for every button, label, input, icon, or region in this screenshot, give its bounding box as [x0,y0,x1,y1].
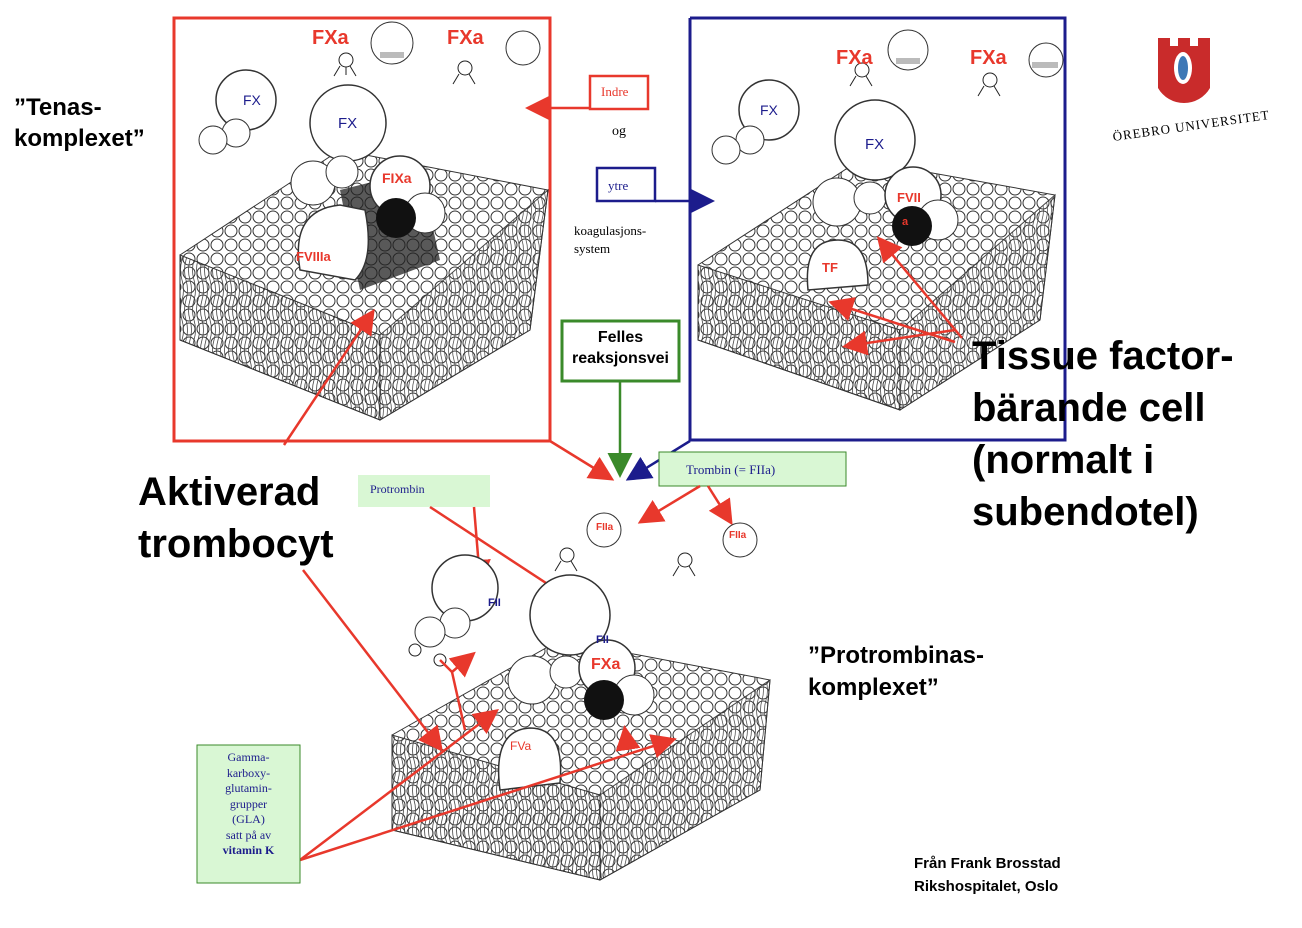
tf-fxa-label-2: FXa [970,47,1007,69]
gla-line3: glutamin- [225,781,272,795]
tenase-fx-big-label: FX [338,115,358,132]
tf-cell-line2: bärande cell [972,386,1206,430]
tf-cell-line3: (normalt i [972,438,1155,482]
tf-cell-line1: Tissue factor- [972,334,1234,378]
tf-panel [688,16,1067,442]
felles-reaksjonsvei-label: Felles reaksjonsvei [562,327,679,369]
fii-label-2: FII [596,634,609,646]
koag-line2: system [574,241,611,256]
fxa-label: FXa [591,656,621,673]
tf-fxa-sphere-2 [1028,42,1064,78]
gla-line5: (GLA) [232,812,265,826]
tf-tf-shape [806,239,869,291]
tf-arrows [828,236,963,356]
gla-line7: vitamin K [222,843,275,857]
fiia-label-1: FIIa [596,522,614,533]
platelet-arrow-tenase [282,308,375,446]
koagulasjonssystem-label: koagulasjons- system [574,222,646,258]
tenase-fviiia-label: FVIIIa [296,249,331,264]
fii-sphere-2 [529,574,611,656]
orebro-logo [1158,38,1210,104]
tissue-factor-cell-label: Tissue factor- bärande cell (normalt i s… [972,330,1234,538]
indre-label: Indre [601,84,629,99]
tenase-complex-title: ”Tenas- komplexet” [14,92,145,154]
tenase-fxa-label-1: FXa [312,27,349,49]
tenase-fx-small-label: FX [243,92,261,108]
tf-fxa-label-1: FXa [836,47,873,69]
prothrombinase-complex-title: ”Protrombinas- komplexet” [808,640,984,704]
fiia-sphere-2 [722,522,758,558]
tf-fvii-label: FVII [897,190,921,205]
tenase-fviiia-shape [297,204,370,281]
gla-label: Gamma- karboxy- glutamin- grupper (GLA) … [197,750,300,859]
tf-tf-label: TF [822,260,838,275]
gla-arrows [299,651,677,862]
tf-fvii-a-label: a [902,216,909,228]
gla-line6: satt på av [225,827,272,842]
ytre-box [595,166,657,203]
felles-line2: reaksjonsvei [572,350,669,367]
felles-box [560,319,681,383]
tenase-fxa-sphere-2 [505,30,541,66]
fva-label: FVa [510,739,532,753]
tenase-title-line1: ”Tenas- [14,94,102,121]
felles-line1: Felles [597,329,644,346]
thrombin-box [658,451,847,487]
prothrombinase-complex [391,512,771,881]
gla-line2: karboxy- [226,765,271,780]
tenase-to-center-arrow [549,439,615,481]
prothrombinase-title-line2: komplexet” [808,674,939,701]
thrombin-label: Trombin (= FIIa) [686,462,776,477]
tenase-panel [172,16,552,446]
fiia-sphere-1 [586,512,622,548]
og-label: og [612,124,626,139]
prothrombin-box [358,475,490,507]
tf-cell-line4: subendotel) [972,490,1199,534]
tf-membrane [697,159,1056,411]
koag-line1: koagulasjons- [574,223,647,238]
tf-fx-small-label: FX [760,102,778,118]
tenase-membrane [179,149,549,421]
tenase-fixa-label: FIXa [382,170,412,186]
activated-platelet-label: Aktiverad trombocyt [138,466,334,570]
fii-label-1: FII [488,597,501,609]
credit-line1: Från Frank Brosstad [914,855,1061,872]
platelet-arrow-prothrombinase [302,569,444,752]
tf-fx-small-sphere [738,79,800,141]
platelet-line1: Aktiverad [138,470,321,514]
gla-line1: Gamma- [227,750,270,764]
prothrombinase-title-line1: ”Protrombinas- [808,642,985,669]
gla-line4: grupper [229,796,268,811]
gla-box [196,744,301,884]
fii-sphere-1 [431,554,499,622]
tenase-frame [172,16,552,443]
tenase-title-line2: komplexet” [14,125,145,152]
tenase-fxa-label-2: FXa [447,27,484,49]
platelet-line2: trombocyt [138,522,334,566]
tf-frame [688,16,1067,442]
indre-box [588,74,650,111]
fva-shape [497,727,562,791]
credit-line2: Rikshospitalet, Oslo [914,878,1059,895]
ytre-label: ytre [608,178,629,193]
tf-fx-big-label: FX [865,136,885,153]
prothrombin-label: Protrombin [370,482,425,496]
credit: Från Frank Brosstad Rikshospitalet, Oslo [914,852,1061,898]
fiia-label-2: FIIa [729,530,747,541]
tf-fx-big-sphere [834,99,916,181]
